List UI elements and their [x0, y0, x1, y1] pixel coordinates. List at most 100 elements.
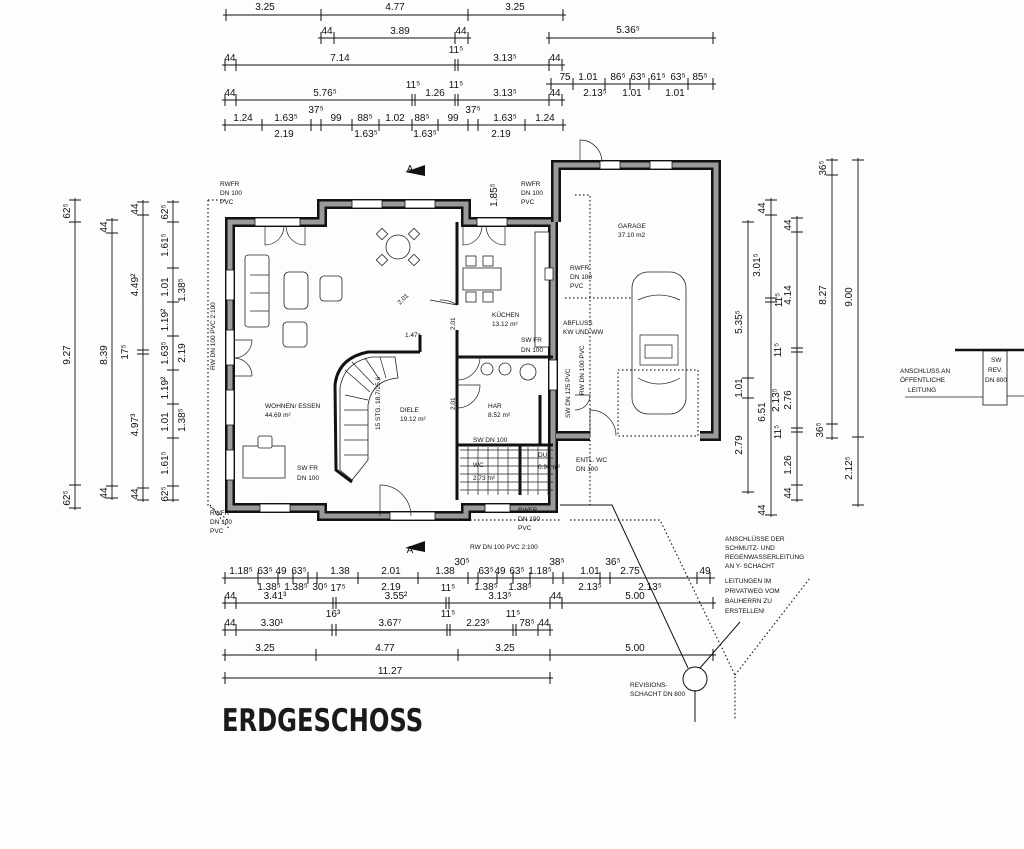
dimension-label: 17⁵ — [120, 344, 131, 359]
dimension-label: 62⁵ — [62, 203, 73, 218]
dimension-label: 44 — [549, 53, 561, 64]
dimension-label: 1.01 — [622, 88, 642, 99]
pipe-label: ABFLUSS — [563, 320, 593, 327]
dimension-label: 63⁵ — [257, 566, 272, 577]
dimension-label: 99 — [447, 113, 459, 124]
note-text: REGENWASSERLEITUNG — [725, 554, 804, 561]
dimension-label: 44 — [224, 618, 236, 629]
pipe-label: SW FR — [521, 337, 542, 344]
room-area: 37.10 m2 — [618, 232, 645, 239]
pipe-label: RWFR — [570, 265, 590, 272]
dimension-label: 62⁵ — [160, 486, 171, 501]
dimension-label: 17⁵ — [330, 583, 345, 594]
dimension-label: 1.63⁵ — [354, 129, 378, 140]
dimension-label: 1.38 — [435, 566, 455, 577]
dimension-label: 61⁵ — [650, 72, 665, 83]
dimension-label: 30⁵ — [454, 557, 469, 568]
dimension-label: 1.01 — [665, 88, 685, 99]
dimension-label: 11⁵ — [441, 609, 456, 620]
dimension-label: 2.19 — [177, 343, 188, 363]
dimension-label: 36⁵ — [815, 422, 826, 437]
pipe-label: RW DN 100 PVC 2:100 — [210, 302, 217, 370]
dimension-label: 1.38⁵ — [177, 278, 188, 302]
dimension-label: 3.55² — [385, 591, 408, 602]
room-area: 0.96 m² — [538, 464, 561, 471]
pipe-label: RWFR — [521, 181, 541, 188]
pipe-label: RWFR — [220, 181, 240, 188]
dimension-label: 1.38⁵ — [257, 582, 281, 593]
dimension-label: 3.25 — [505, 2, 525, 13]
pipe-label: SW DN 100 — [473, 437, 508, 444]
pipe-label: RWFR — [518, 507, 538, 514]
pipe-label: KW UND WW — [563, 329, 604, 336]
note-text: ANSCHLÜSSE DER — [725, 535, 785, 543]
pipe-label: RW DN 100 PVC — [579, 345, 586, 395]
pipe-label: PVC — [570, 283, 584, 290]
dimension-label: 30⁵ — [312, 582, 327, 593]
dimension-label: 37⁵ — [308, 105, 323, 116]
note-text: REVISIONS- — [630, 682, 668, 689]
dimension-label: 85⁵ — [692, 72, 707, 83]
dimension-label: 3.01⁵ — [752, 253, 763, 277]
dimension-label: 5.76⁵ — [313, 88, 337, 99]
stair-label: 15 STG. 18.7/25.6 — [375, 376, 382, 430]
room-name: HAR — [488, 403, 502, 410]
dimension-label: 63⁵ — [630, 72, 645, 83]
dimension-label: 1.61⁵ — [160, 233, 171, 257]
section-markers — [405, 165, 425, 552]
sofa — [244, 254, 270, 328]
dimension-label: 16³ — [326, 609, 341, 620]
pipe-label: DN 100 — [576, 466, 598, 473]
doors — [233, 139, 617, 517]
room-name: DU — [538, 452, 548, 459]
pipe-label: PVC — [210, 528, 224, 535]
room-name: GARAGE — [618, 223, 646, 230]
dimension-label: 86⁵ — [610, 72, 625, 83]
dimension-label: 1.24 — [233, 113, 253, 124]
revision-shaft-icon — [682, 666, 708, 692]
dimension-label: 5.35⁵ — [734, 310, 745, 334]
dimension-label: 1.01 — [578, 72, 598, 83]
room-area: 44.69 m² — [265, 412, 291, 419]
drainage-lines — [207, 194, 811, 722]
kitchen-counter — [534, 231, 550, 348]
dimension-label: 3.25 — [255, 2, 275, 13]
dimension-label: 44 — [757, 504, 768, 516]
dimension-label: 9.00 — [844, 287, 855, 307]
dimension-label: 3.13⁵ — [493, 53, 517, 64]
pipe-label: RWFR — [210, 510, 230, 517]
dimension-label: 1.47⁴ — [405, 332, 421, 339]
dimension-label: 44 — [224, 88, 236, 99]
dimension-label: 1.01 — [160, 412, 171, 432]
dimension-label: 5.36⁵ — [616, 25, 640, 36]
room-name: DIELE — [400, 407, 419, 414]
dimension-label: 1.38⁵ — [177, 408, 188, 432]
dimension-label: 3.13⁵ — [493, 88, 517, 99]
note-text: SW — [991, 357, 1002, 364]
dimension-label: 3.67⁷ — [378, 618, 401, 629]
dimension-label: 2.23⁵ — [466, 618, 490, 629]
dimension-label: 44 — [550, 591, 562, 602]
dimension-label: 44 — [538, 618, 550, 629]
dimension-lines — [69, 9, 864, 684]
pipe-label: DN 100 — [210, 519, 232, 526]
note-text: REV. — [988, 367, 1003, 374]
dimension-label: 4.97³ — [130, 413, 141, 436]
dimension-label: 44 — [783, 219, 794, 231]
dimension-label: 11⁵ — [773, 343, 784, 358]
dimension-label: 1.38⁵ — [284, 582, 308, 593]
pipe-label: RW DN 100 PVC 2:100 — [470, 544, 538, 551]
dimension-label: 1.63⁵ — [413, 129, 437, 140]
dimension-label: 1.01 — [160, 277, 171, 297]
dimension-label: 11⁵ — [773, 425, 784, 440]
dimension-label: 1.19² — [160, 376, 171, 399]
pipe-label: PVC — [220, 199, 234, 206]
dimension-label: 4.77 — [375, 643, 395, 654]
note-text: SCHMUTZ- UND — [725, 545, 775, 552]
pipe-label: DN 100 — [297, 475, 319, 482]
dimension-label: 2.13⁵ — [583, 88, 607, 99]
dimension-label: 44 — [455, 26, 467, 37]
dimension-label: 11⁵ — [506, 609, 521, 620]
dimension-label: 44 — [549, 88, 561, 99]
dimension-label: 1.18⁵ — [528, 566, 552, 577]
